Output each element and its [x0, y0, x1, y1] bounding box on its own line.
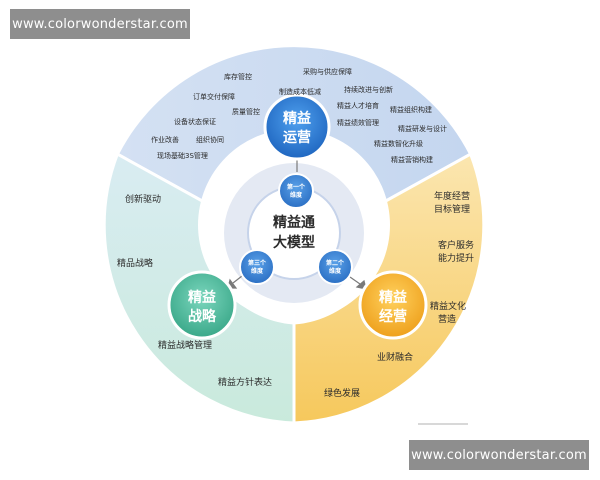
svg-text:经营: 经营	[379, 308, 407, 325]
management-item: 客户服务	[438, 239, 474, 251]
management-item: 营造	[438, 313, 456, 325]
svg-text:精益: 精益	[188, 289, 216, 306]
svg-text:维度: 维度	[290, 191, 303, 199]
ops-item: 精益营销构建	[391, 155, 433, 164]
management-item: 能力提升	[438, 252, 474, 264]
ops-item: 组织协同	[196, 135, 224, 144]
ops-item: 精益组织构建	[390, 105, 432, 114]
ops-item: 现场基础3S管理	[157, 151, 208, 160]
strategy-hub: 精益 战略	[167, 270, 237, 340]
management-item: 目标管理	[434, 203, 470, 215]
operations-hub: 精益 运营	[263, 93, 331, 161]
ops-item: 作业改善	[151, 135, 179, 144]
svg-text:第二个: 第二个	[325, 259, 345, 267]
center-title-line2: 大模型	[273, 234, 315, 251]
dimension-node-top: 第一个 维度	[278, 173, 314, 209]
ops-item: 采购与供应保障	[303, 67, 352, 76]
svg-text:维度: 维度	[329, 267, 342, 275]
ops-item: 设备状态保证	[174, 117, 216, 126]
svg-text:维度: 维度	[251, 267, 264, 275]
management-item: 业财融合	[377, 351, 413, 363]
svg-text:精益: 精益	[379, 289, 407, 306]
operations-items: 库存管控 采购与供应保障 订单交付保障 制造成本低减 持续改进与创新 质量管控 …	[151, 67, 447, 164]
ops-item: 库存管控	[224, 72, 252, 81]
dimension-node-left: 第三个 维度	[239, 249, 275, 285]
watermark-bottom: www.colorwonderstar.com	[409, 440, 589, 470]
strategy-item: 精益战略管理	[158, 339, 212, 351]
center-title-line1: 精益通	[273, 214, 315, 231]
svg-text:第三个: 第三个	[247, 259, 267, 267]
ops-item: 精益研发与设计	[398, 124, 447, 133]
svg-text:第一个: 第一个	[286, 183, 306, 191]
management-hub: 精益 经营	[358, 270, 428, 340]
management-items: 年度经营 目标管理 客户服务 能力提升 精益文化 营造 业财融合 绿色发展	[324, 190, 474, 399]
strategy-item: 精益方针表达	[218, 376, 272, 388]
ops-item: 精益人才培育	[337, 101, 379, 110]
management-item: 精益文化	[430, 300, 466, 312]
ops-item: 持续改进与创新	[344, 85, 393, 94]
strategy-items: 创新驱动 精品战略 精益战略管理 精益方针表达	[117, 193, 272, 388]
ops-item: 精益数智化升级	[374, 139, 423, 148]
ops-item: 订单交付保障	[193, 92, 235, 101]
strategy-item: 创新驱动	[125, 193, 161, 205]
management-item: 年度经营	[434, 190, 470, 202]
svg-text:运营: 运营	[283, 129, 311, 146]
dimension-node-right: 第二个 维度	[317, 249, 353, 285]
management-item: 绿色发展	[324, 387, 360, 399]
svg-text:战略: 战略	[188, 308, 217, 325]
strategy-item: 精品战略	[117, 257, 153, 269]
ops-item: 制造成本低减	[279, 87, 321, 96]
watermark-top: www.colorwonderstar.com	[10, 9, 190, 39]
svg-text:精益: 精益	[283, 110, 311, 127]
ops-item: 质量管控	[232, 107, 260, 116]
ops-item: 精益绩效管理	[337, 118, 379, 127]
